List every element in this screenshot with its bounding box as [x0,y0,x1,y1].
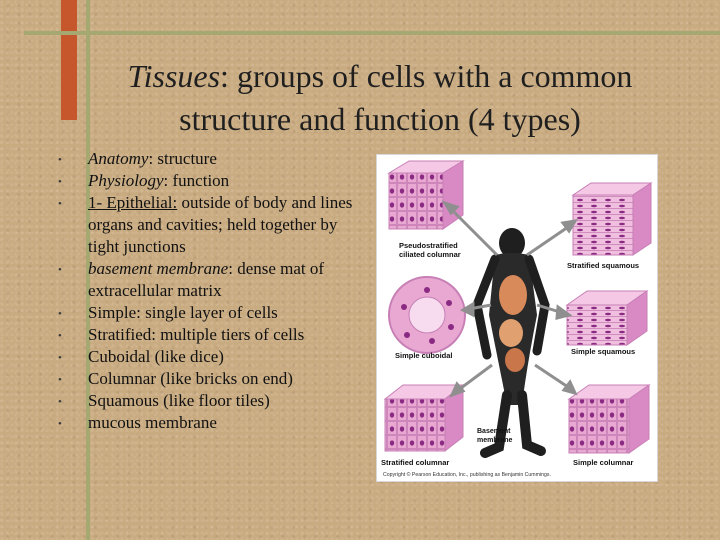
bullet-text: Squamous (like floor tiles) [88,391,270,410]
bullet-dot: • [58,176,62,188]
stratified-columnar-block [383,383,465,453]
bullet-text: Columnar (like bricks on end) [88,369,293,388]
bullet-dot: • [58,154,62,166]
title-line1: : groups of cells with a common [220,58,633,94]
bullet-text: Stratified: multiple tiers of cells [88,325,305,344]
simple-squamous-block [565,290,649,346]
bullet-text: 1- Epithelial: [88,193,178,212]
bullet-text: Anatomy [88,149,149,168]
simple-cuboidal-ring [388,276,466,354]
label-simple-squamous: Simple squamous [571,347,635,356]
bullet-text: basement membrane [88,259,229,278]
pointer-arrows [441,200,578,398]
bullet-dot: • [58,352,62,364]
bullet-dot: • [58,264,62,276]
label-simple-columnar: Simple columnar [573,458,634,467]
label-pseudostratified-1: Pseudostratified [399,241,458,250]
bullet-item: • Physiology: function [56,170,356,192]
bullet-list: • Anatomy: structure • Physiology: function… [56,148,356,434]
tissue-illustration: Pseudostratified ciliated columnar Strat… [381,160,653,478]
bullet-text: outside of body and lines organs and cav… [88,193,353,256]
bullet-dot: • [58,198,62,210]
slide-title: Tissues: groups of cells with a common s… [88,55,672,141]
bullet-item: • Cuboidal (like dice) [56,346,356,368]
bullet-item: • 1- Epithelial: outside of body and line… [56,192,356,258]
bullet-dot: • [58,308,62,320]
label-stratified-columnar: Stratified columnar [381,458,449,467]
bullet-dot: • [58,330,62,342]
bullet-text: Cuboidal (like dice) [88,347,224,366]
bullet-item: • Anatomy: structure [56,148,356,170]
bullet-item: • Columnar (like bricks on end) [56,368,356,390]
bullet-item: • Stratified: multiple tiers of cells [56,324,356,346]
label-simple-cuboidal: Simple cuboidal [395,351,453,360]
label-basement-1: Basement [477,428,511,435]
label-basement-2: membrane [477,437,513,444]
bullet-text: : function [163,171,230,190]
bullet-text: : structure [148,149,217,168]
bullet-dot: • [58,396,62,408]
figure-copyright: Copyright © Pearson Education, Inc., pub… [383,471,551,478]
bullet-item: • mucous membrane [56,412,356,434]
bullet-dot: • [58,374,62,386]
bullet-text: mucous membrane [88,413,217,432]
simple-columnar-block [567,384,651,454]
bullet-item: • Squamous (like floor tiles) [56,390,356,412]
tissue-figure: Pseudostratified ciliated columnar Strat… [376,154,658,482]
label-pseudostratified-2: ciliated columnar [399,250,461,259]
bullet-text: Physiology [88,171,164,190]
chimpanzee-figure [472,228,550,458]
bullet-dot: • [58,418,62,430]
title-term: Tissues [127,58,221,94]
bullet-text: : dense mat of extracellular matrix [88,259,325,300]
title-line2: structure and function (4 types) [179,101,581,137]
decor-horizontal-line [24,31,720,35]
bullet-text: Simple: single layer of cells [88,303,278,322]
stratified-squamous-block [571,182,653,256]
accent-bar [61,0,77,120]
decor-vertical-line [86,0,90,540]
bullet-item: • basement membrane: dense mat of extrace… [56,258,356,302]
bullet-item: • Simple: single layer of cells [56,302,356,324]
label-stratified-squamous: Stratified squamous [567,261,639,270]
pseudostratified-block [387,160,465,230]
